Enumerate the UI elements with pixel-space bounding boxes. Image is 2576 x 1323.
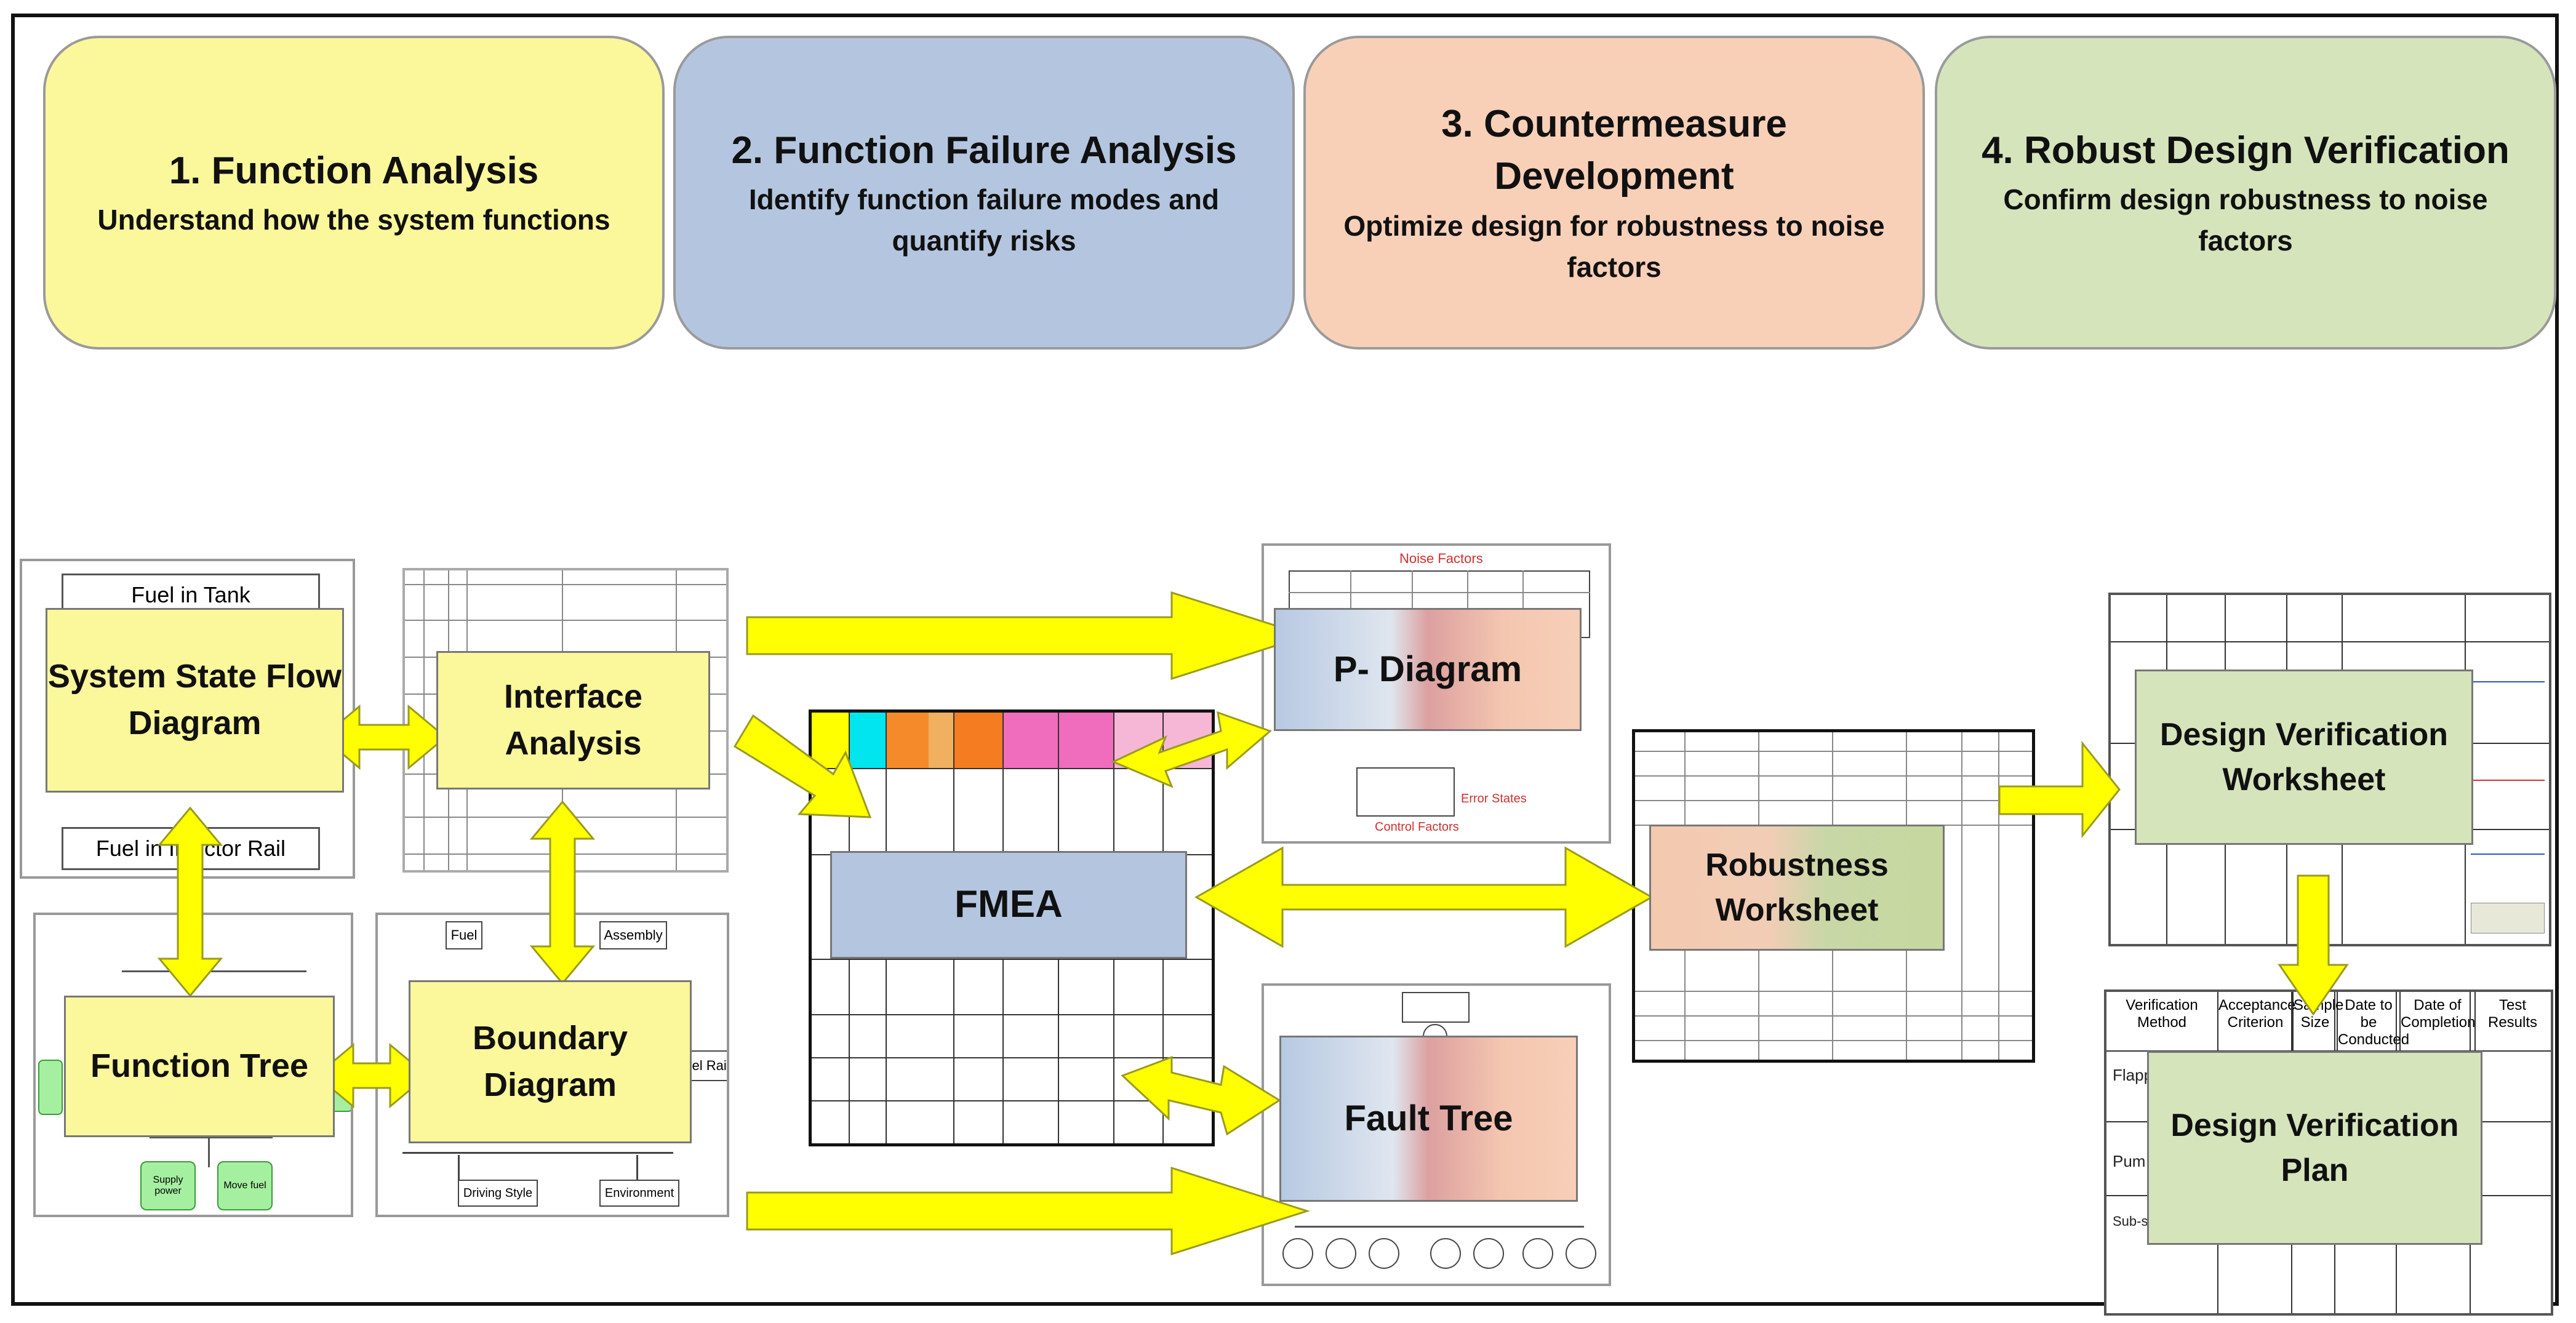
- phase-title: 1. Function Analysis: [169, 149, 539, 192]
- phase-robust-design-verification: 4. Robust Design Verification Confirm de…: [1935, 36, 2556, 350]
- robustness-worksheet-box: Robustness Worksheet: [1649, 825, 1945, 951]
- boundary-environment-box: Environment: [599, 1180, 679, 1207]
- arrow-dv-worksheet-to-plan: [2278, 874, 2349, 1016]
- phase-subtitle: Understand how the system functions: [97, 204, 610, 236]
- design-verification-worksheet-box: Design Verification Worksheet: [2135, 669, 2473, 845]
- phase-title: 3. Countermeasure Development: [1441, 102, 1787, 198]
- p-diagram-control-label: Control Factors: [1375, 820, 1459, 834]
- dv-plan-header-1: Verification Method: [2106, 992, 2218, 1050]
- double-arrow-fmea-p-diagram: [1111, 711, 1272, 788]
- arrow-robustness-to-dv-worksheet: [1998, 740, 2121, 839]
- phase-countermeasure-development: 3. Countermeasure Development Optimize d…: [1303, 36, 1925, 350]
- system-state-flow-diagram-box: System State Flow Diagram: [46, 608, 344, 793]
- design-verification-plan-box: Design Verification Plan: [2147, 1051, 2482, 1245]
- tree-leaf-supply-power: Supply power: [140, 1161, 196, 1210]
- p-diagram-noise-label: Noise Factors: [1399, 551, 1483, 566]
- arrow-to-fault-tree: [746, 1166, 1310, 1256]
- phase-title: 2. Function Failure Analysis: [731, 129, 1237, 172]
- double-arrow-interface-boundary: [529, 800, 596, 985]
- phase-subtitle: Identify function failure modes and quan…: [748, 183, 1220, 257]
- double-arrow-fmea-robustness: [1194, 846, 1654, 948]
- connector-arrows: [157, 591, 2349, 1256]
- phase-function-failure-analysis: 2. Function Failure Analysis Identify fu…: [673, 36, 1295, 350]
- phase-function-analysis: 1. Function Analysis Understand how the …: [43, 36, 665, 350]
- double-arrow-fmea-fault-tree: [1121, 1055, 1281, 1136]
- function-tree-box: Function Tree: [64, 996, 335, 1137]
- dv-plan-header-4: Date to be Conducted: [2338, 992, 2409, 1050]
- dv-plan-header-5: Date of Completion: [2401, 992, 2476, 1050]
- phase-subtitle: Confirm design robustness to noise facto…: [2003, 183, 2488, 257]
- boundary-fuel-box: Fuel: [446, 921, 482, 949]
- boundary-diagram-box: Boundary Diagram: [409, 980, 692, 1143]
- p-diagram-box: P- Diagram: [1274, 608, 1582, 731]
- fault-tree-box: Fault Tree: [1279, 1036, 1578, 1202]
- arrow-to-p-diagram: [746, 591, 1310, 681]
- phase-title: 4. Robust Design Verification: [1982, 129, 2510, 172]
- fmea-box: FMEA: [830, 851, 1187, 959]
- boundary-driving-style-box: Driving Style: [458, 1180, 538, 1207]
- interface-analysis-box: Interface Analysis: [436, 651, 710, 789]
- dv-plan-row-2: Pum: [2113, 1152, 2146, 1170]
- dv-plan-header-6: Test Results: [2487, 997, 2538, 1031]
- boundary-assembly-box: Assembly: [599, 921, 667, 949]
- double-arrow-state-tree: [157, 806, 223, 997]
- phase-subtitle: Optimize design for robustness to noise …: [1343, 209, 1885, 283]
- p-diagram-error-label: Error States: [1461, 792, 1527, 805]
- dv-plan-header-2: Acceptance Criterion: [2218, 992, 2295, 1050]
- tree-leaf-move-fuel: Move fuel: [217, 1161, 273, 1210]
- diagram-frame: 1. Function Analysis Understand how the …: [11, 14, 2559, 1316]
- arrow-interface-to-fmea: [733, 714, 872, 818]
